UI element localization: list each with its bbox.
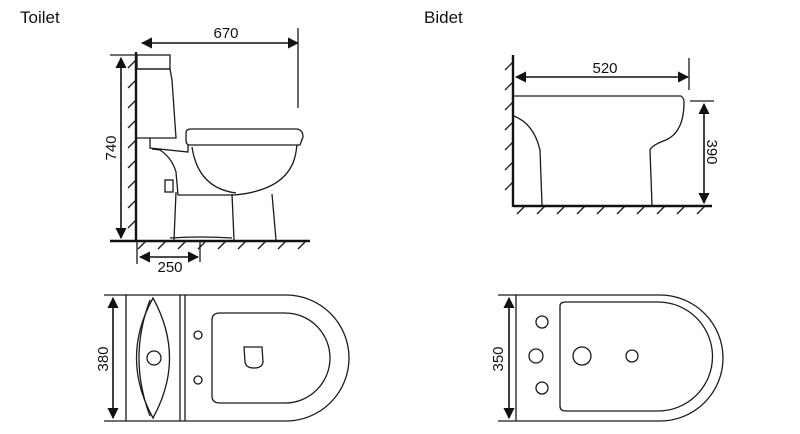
flush-button-icon [146,350,162,366]
bidet-title: Bidet [424,8,463,27]
bidet-drain-icon [572,346,592,366]
toilet-tank [136,54,177,139]
bidet-side-view: 520 390 [504,55,720,215]
bidet-floor-hatch [516,205,706,215]
toilet-tank-lid [135,296,171,420]
bidet-top-view: 350 [490,294,724,422]
bidet-wall-hatch [504,61,514,191]
toilet-width-label: 380 [95,346,112,371]
bidet-hole-left [528,348,544,364]
bidet-height-label: 390 [703,139,720,164]
toilet-wall-hatch [127,59,137,229]
toilet-seat-top [211,312,331,404]
bidet-hole-top [535,315,549,329]
bidet-top-outline [515,294,724,422]
toilet-seat [149,128,304,153]
toilet-drain-icon [243,346,264,369]
toilet-floor-hatch [137,240,307,250]
toilet-side-view: 670 740 250 [103,25,310,276]
toilet-height-label: 740 [103,135,120,160]
bidet-width-label: 350 [490,346,507,371]
bidet-body [513,95,685,206]
toilet-outlet-label: 250 [157,259,182,276]
toilet-bowl [151,144,298,241]
toilet-top-view: 380 [95,294,350,422]
toilet-title: Toilet [20,8,60,27]
toilet-top-outline [125,294,350,422]
bidet-hole-bottom [535,381,549,395]
bidet-depth-label: 520 [592,60,617,77]
bidet-basin-top [559,301,714,412]
bidet-jet-icon [625,349,639,363]
toilet-depth-label: 670 [213,25,238,42]
